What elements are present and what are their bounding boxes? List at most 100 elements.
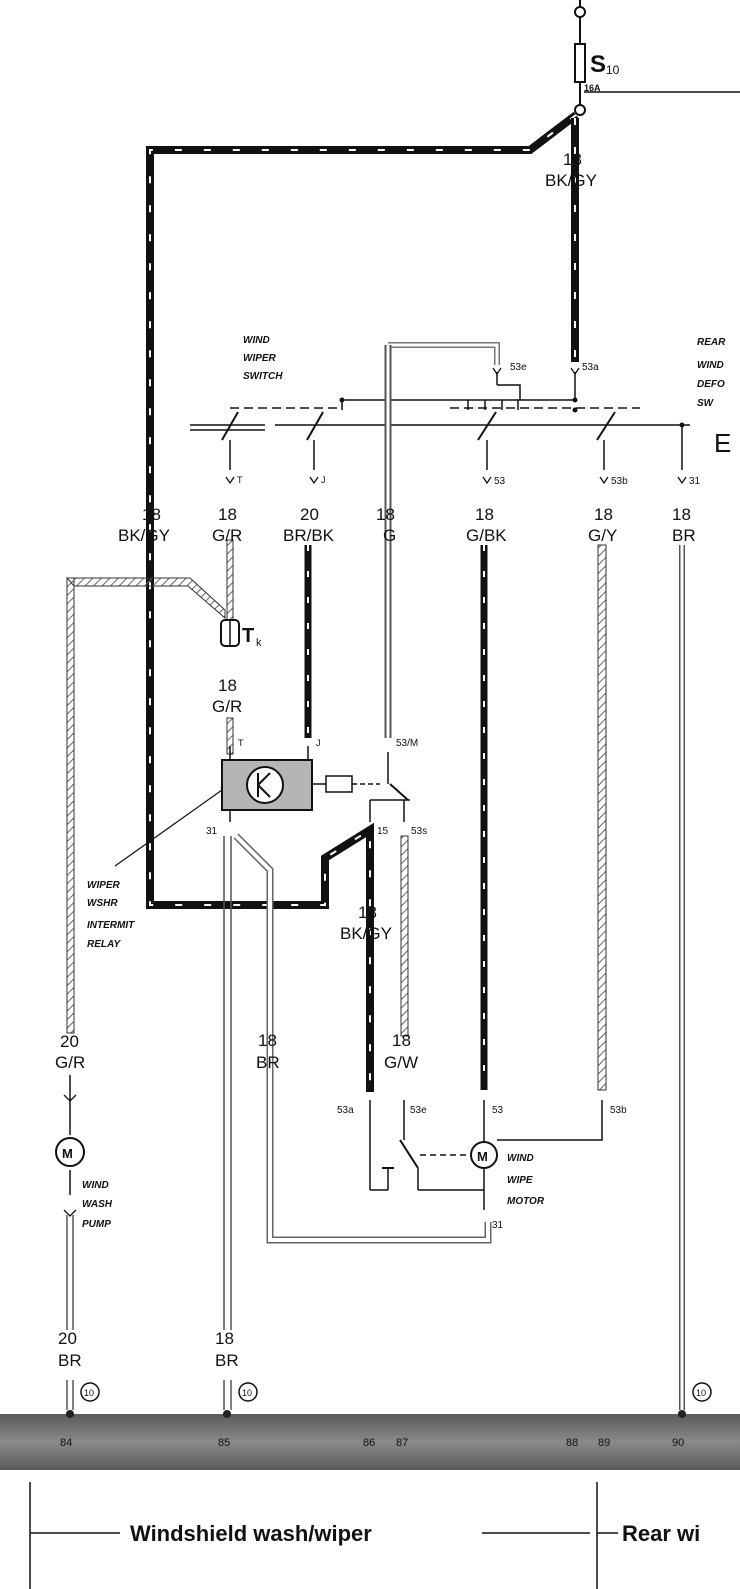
svg-text:31: 31 [206,826,218,837]
switch-label-3: SWITCH [243,371,283,382]
svg-text:INTERMIT: INTERMIT [87,920,135,931]
svg-text:18: 18 [218,676,237,695]
intermittent-relay: T J 53/M 31 15 53s [206,738,427,837]
svg-text:BR: BR [58,1351,82,1370]
svg-text:53a: 53a [337,1105,354,1116]
relay-label: WIPER WSHR INTERMIT RELAY [87,789,223,950]
svg-text:BK/GY: BK/GY [118,526,170,545]
svg-text:M: M [62,1146,73,1161]
svg-text:53: 53 [492,1105,504,1116]
svg-text:53/M: 53/M [396,738,418,749]
svg-text:G/R: G/R [212,526,242,545]
svg-text:18: 18 [376,505,395,524]
svg-text:18: 18 [563,150,582,169]
svg-text:E: E [714,428,731,458]
svg-text:89: 89 [598,1437,610,1449]
svg-text:G/Y: G/Y [588,526,617,545]
svg-text:10: 10 [242,1388,252,1398]
switch-label-1: WIND [243,335,270,346]
svg-text:WIPE: WIPE [507,1175,533,1186]
wire-br-relay-ground [223,836,232,1410]
connector-ticks [225,367,687,485]
svg-text:BK/GY: BK/GY [545,171,597,190]
svg-text:18: 18 [142,505,161,524]
svg-text:18: 18 [475,505,494,524]
svg-text:REAR: REAR [697,337,726,348]
switch-terminal-53a: 53a [582,362,599,373]
wire-br-motor-ground [233,833,492,1244]
svg-text:53: 53 [494,476,506,487]
svg-text:18: 18 [392,1031,411,1050]
svg-text:WIND: WIND [507,1153,534,1164]
svg-text:18: 18 [594,505,613,524]
svg-text:53e: 53e [410,1105,427,1116]
svg-text:k: k [256,637,262,649]
rear-defog-switch-label: REAR WIND DEFO SW E [697,337,731,458]
svg-text:18: 18 [218,505,237,524]
svg-text:84: 84 [60,1437,72,1449]
svg-text:WIPER: WIPER [87,880,121,891]
section-label-left: Windshield wash/wiper [130,1521,372,1546]
svg-text:G/BK: G/BK [466,526,507,545]
wash-pump: M WIND WASH PUMP [55,1094,113,1230]
svg-text:G/W: G/W [384,1053,418,1072]
svg-text:53b: 53b [611,476,628,487]
svg-text:T: T [237,475,243,485]
fuse-sub: 10 [606,63,620,77]
svg-text:WASH: WASH [82,1199,113,1210]
svg-text:WSHR: WSHR [87,898,118,909]
svg-text:BK/GY: BK/GY [340,924,392,943]
svg-text:87: 87 [396,1437,408,1449]
svg-text:M: M [477,1149,488,1164]
svg-text:J: J [316,738,321,748]
svg-text:BR/BK: BR/BK [283,526,335,545]
svg-text:T: T [238,738,244,748]
svg-text:15: 15 [377,826,389,837]
svg-text:G/R: G/R [55,1053,85,1072]
svg-text:PUMP: PUMP [82,1219,111,1230]
svg-text:20: 20 [60,1032,79,1051]
svg-text:53s: 53s [411,826,427,837]
svg-text:RELAY: RELAY [87,939,121,950]
svg-text:31: 31 [689,476,701,487]
svg-text:G: G [383,526,396,545]
ground-bus: 84 85 86 87 88 89 90 [0,1410,740,1470]
wipe-motor: M WIND WIPE MOTOR 53a 53e 53 53b 31 [337,1100,627,1231]
svg-text:BR: BR [672,526,696,545]
svg-text:18: 18 [258,1031,277,1050]
fuse-s10: S 10 16A [574,0,740,116]
svg-text:BR: BR [215,1351,239,1370]
wire-g-w [400,835,409,1037]
switch-label-2: WIPER [243,353,277,364]
section-label-right: Rear wi [622,1521,700,1546]
svg-text:10: 10 [84,1388,94,1398]
svg-text:10: 10 [696,1388,706,1398]
svg-text:88: 88 [566,1437,578,1449]
section-brackets: Windshield wash/wiper Rear wi [29,1482,700,1589]
svg-text:WIND: WIND [82,1180,109,1191]
wire-g-r-pump [65,577,226,1410]
svg-text:SW: SW [697,398,715,409]
svg-text:T: T [242,625,254,647]
svg-text:31: 31 [492,1220,504,1231]
switch-terminals-bottom: T J 53 53b 31 [237,475,701,487]
svg-text:90: 90 [672,1437,684,1449]
connector-tk: T k [220,619,262,649]
wiper-switch: WIND WIPER SWITCH 53e 53a [190,335,690,470]
svg-text:WIND: WIND [697,360,724,371]
switch-terminal-53e: 53e [510,362,527,373]
svg-text:DEFO: DEFO [697,379,725,390]
svg-text:85: 85 [218,1437,230,1449]
svg-text:J: J [321,475,326,485]
ground-markers: 10 10 10 [80,1382,712,1402]
wire-bk-gy-main [146,111,579,1092]
svg-text:18: 18 [358,903,377,922]
svg-text:86: 86 [363,1437,375,1449]
svg-text:20: 20 [58,1329,77,1348]
svg-text:BR: BR [256,1053,280,1072]
svg-text:18: 18 [672,505,691,524]
fuse-label: S [590,51,606,78]
wire-g-y [597,544,607,1091]
svg-text:20: 20 [300,505,319,524]
